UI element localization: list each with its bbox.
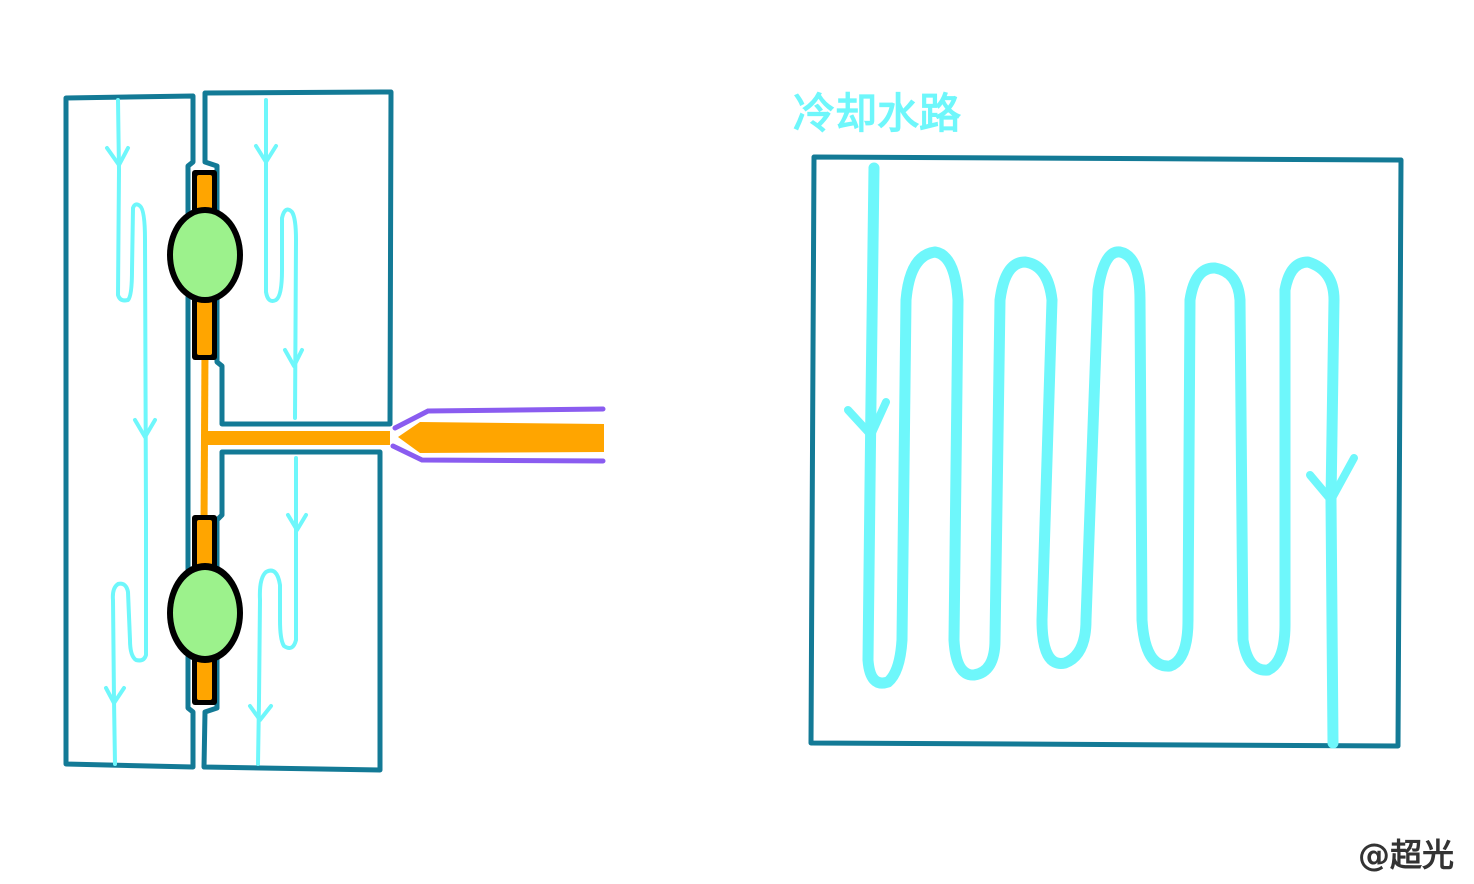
upper-part-body: [173, 213, 237, 297]
cooling-channel: [110, 553, 148, 766]
arrowhead: [105, 146, 130, 167]
arrowhead: [1306, 454, 1358, 504]
cooling-channel: [256, 456, 298, 766]
watermark-text: @超光: [1358, 836, 1454, 874]
lower-part-body: [173, 570, 237, 656]
arrowhead: [133, 418, 157, 439]
serpentine-cooling-channel: [862, 162, 1340, 749]
nozzle-upper-wall: [392, 406, 606, 431]
injection-nozzle: [390, 406, 606, 464]
cooling-circuit-title: 冷却水路: [793, 89, 962, 138]
cooling-channel: [264, 98, 298, 420]
lower-cavity-part: [167, 515, 243, 705]
nozzle-lower-wall: [390, 443, 606, 464]
upper-cavity-part: [167, 170, 243, 360]
sprue-channel: [204, 431, 390, 445]
right-lower-cooling-channels: [248, 456, 308, 766]
nozzle-melt-fill: [398, 422, 604, 453]
cooling-circuit-panel: 冷却水路: [793, 89, 1404, 749]
arrowhead: [286, 513, 308, 532]
right-upper-cooling-channels: [254, 98, 304, 420]
right-mold-lower-block: [201, 449, 383, 773]
arrowhead: [283, 348, 304, 368]
melt-runner-system: [200, 349, 390, 526]
cooling-channel: [116, 98, 148, 557]
arrowhead: [104, 686, 126, 705]
arrowhead: [254, 144, 278, 164]
left-plate-cooling-channels: [104, 98, 157, 766]
arrowhead: [248, 704, 273, 722]
left-mold-plate: [63, 93, 196, 770]
mold-cross-section: [63, 89, 606, 773]
arrowhead: [844, 398, 890, 439]
cooling-plate-outline: [808, 154, 1404, 749]
right-mold-upper-block: [202, 89, 394, 427]
